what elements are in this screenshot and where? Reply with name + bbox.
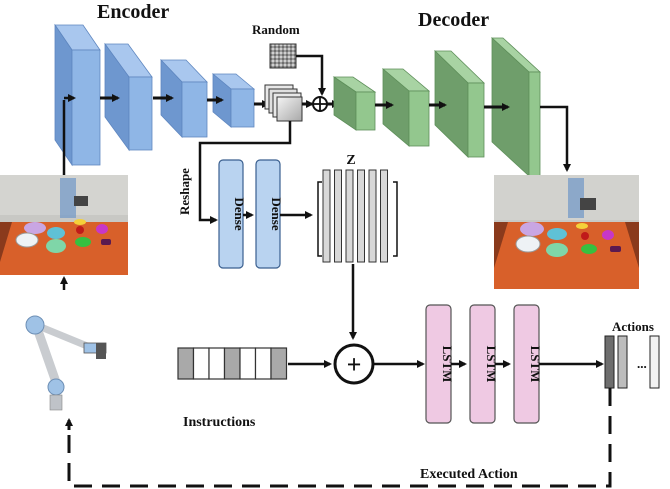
action-bar-2 xyxy=(617,335,628,389)
feature-maps-stack xyxy=(264,84,303,122)
lstm-label-1: LSTM xyxy=(440,346,455,383)
decoder-layer-4 xyxy=(490,37,542,177)
decoder-blocks xyxy=(332,37,542,177)
decoder-layer-2 xyxy=(381,68,431,147)
reshape-arrow xyxy=(198,121,292,224)
lstm-label-2: LSTM xyxy=(484,346,499,383)
dense-label-2: Dense xyxy=(269,197,284,230)
actions-label: Actions xyxy=(612,319,654,334)
encoder-title: Encoder xyxy=(97,1,169,23)
dense-label-1: Dense xyxy=(232,197,247,230)
action-bar-n xyxy=(649,335,660,389)
action-bar-1 xyxy=(604,335,615,389)
latent-bar xyxy=(322,169,331,263)
latent-vector xyxy=(317,169,398,263)
dense-layer-2: Dense xyxy=(255,159,284,269)
latent-bar xyxy=(334,169,342,263)
input-scene-image xyxy=(0,175,128,275)
reconstructed-scene-image xyxy=(494,175,639,289)
decoder-arrows xyxy=(375,101,571,172)
instruction-cell xyxy=(270,347,288,380)
encoder-layer-1 xyxy=(54,23,101,167)
instruction-cell xyxy=(239,347,257,380)
latent-label: Z xyxy=(346,153,355,168)
concat-node: + xyxy=(333,343,375,385)
latent-bar xyxy=(380,169,388,263)
concat-symbol: + xyxy=(347,350,362,379)
executed-action-loop xyxy=(67,388,612,488)
robot-arm-image xyxy=(25,315,107,411)
latent-bar xyxy=(357,169,365,263)
lstm-layer-3: LSTM xyxy=(513,304,543,424)
lstm-layer-1: LSTM xyxy=(425,304,455,424)
decoder-layer-3 xyxy=(434,50,485,158)
instruction-cell xyxy=(192,347,210,380)
random-label: Random xyxy=(252,22,300,37)
latent-bar xyxy=(345,169,354,263)
lstm-label-3: LSTM xyxy=(528,346,543,383)
executed-action-label: Executed Action xyxy=(420,467,518,482)
reshape-label: Reshape xyxy=(177,168,192,215)
noise-sum-node xyxy=(312,96,328,112)
actions-vector: ... xyxy=(604,335,660,389)
latent-bar xyxy=(368,169,377,263)
instruction-cell xyxy=(254,347,272,380)
random-arrow xyxy=(296,54,326,96)
random-noise-image xyxy=(269,43,297,69)
instruction-cell xyxy=(208,347,226,380)
instruction-vector xyxy=(177,347,288,380)
decoder-layer-1 xyxy=(332,76,377,131)
instruction-cell xyxy=(177,347,195,380)
dense-layer-1: Dense xyxy=(218,159,247,269)
instruction-cell xyxy=(223,347,241,380)
instructions-label: Instructions xyxy=(183,415,256,430)
lstm-layer-2: LSTM xyxy=(469,304,499,424)
actions-ellipsis: ... xyxy=(637,356,647,371)
decoder-title: Decoder xyxy=(418,9,489,31)
